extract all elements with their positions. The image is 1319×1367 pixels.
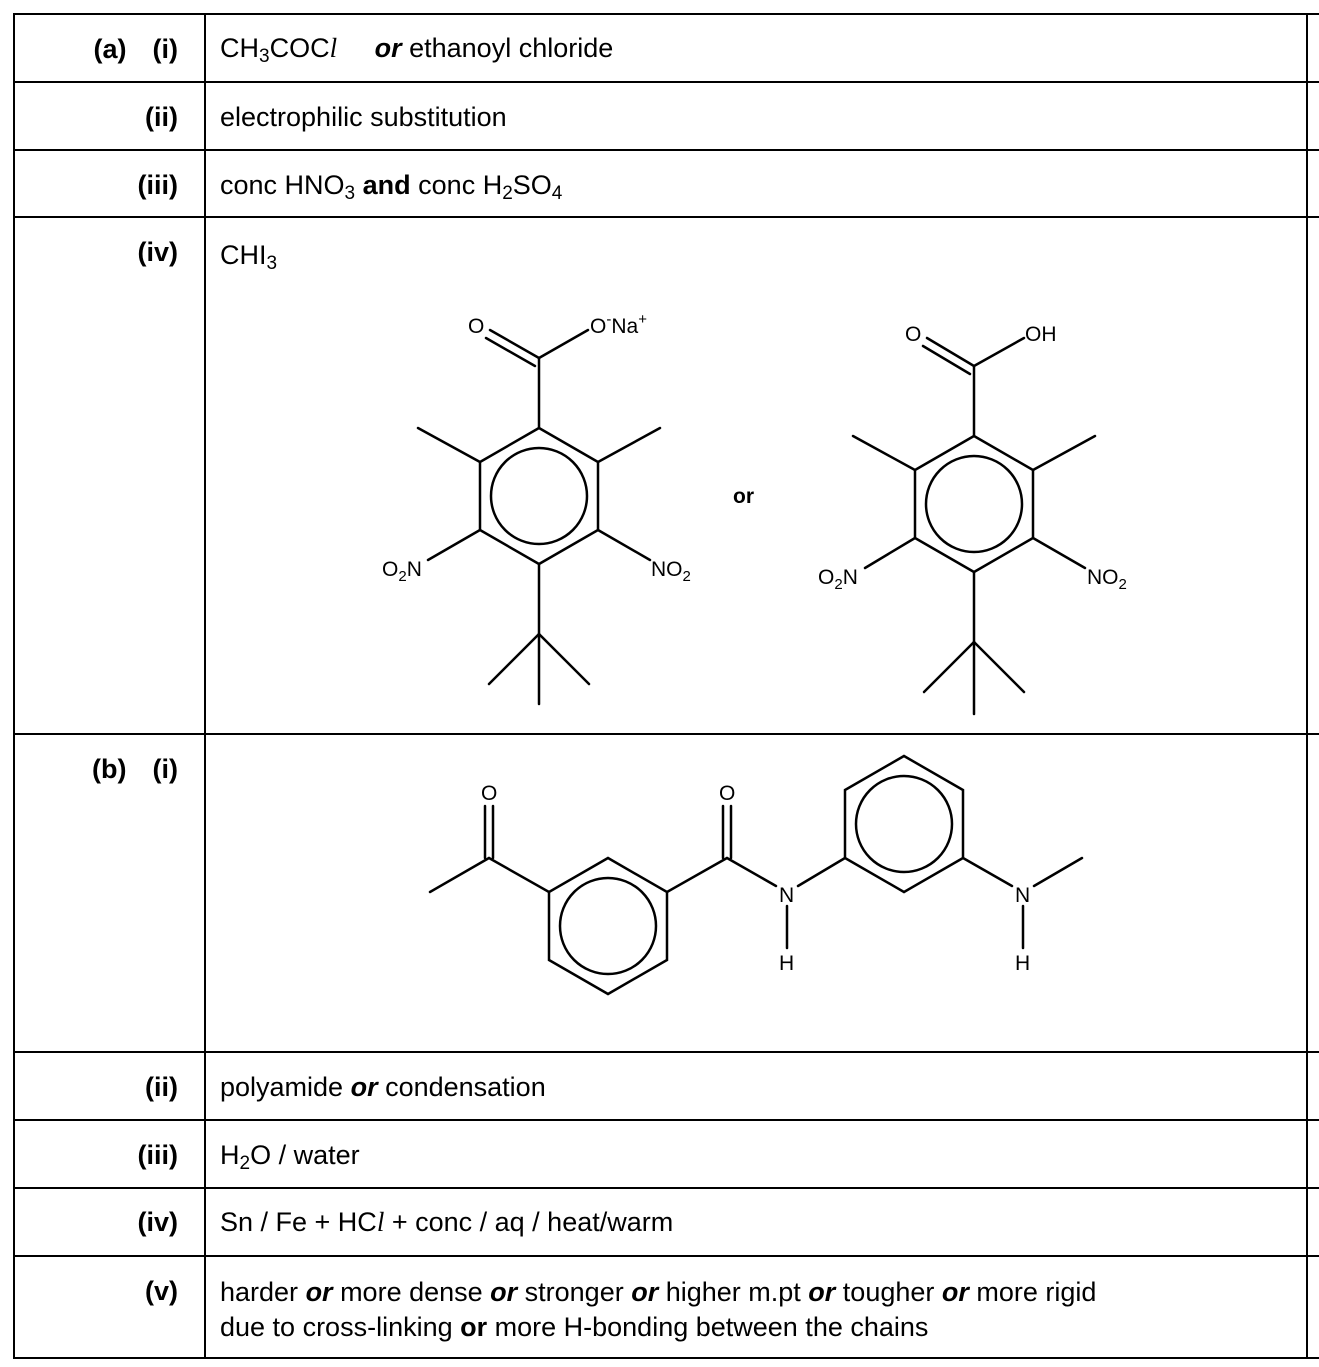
answer-a-i: CH3COCl or ethanoyl chloride — [220, 33, 614, 67]
structure-carboxylic-acid — [851, 336, 1097, 716]
structure-sodium-salt — [416, 328, 662, 706]
atom-label: NO2 — [651, 558, 691, 585]
atom-label: N — [1015, 884, 1030, 907]
answer-b-v-line1: harder or more dense or stronger or high… — [220, 1277, 1097, 1307]
row-divider — [13, 216, 1319, 218]
table-left-border — [13, 13, 15, 1358]
atom-label: N — [779, 884, 794, 907]
row-label: (iii) — [137, 170, 179, 200]
row-divider — [13, 1187, 1319, 1189]
row-divider — [13, 149, 1319, 151]
atom-label: O — [481, 782, 497, 805]
row-divider — [13, 1051, 1319, 1053]
row-label: (b)(i) — [92, 754, 178, 784]
row-label: (a)(i) — [93, 34, 178, 64]
row-label: (ii) — [145, 1072, 178, 1102]
table-bottom-border — [13, 1357, 1319, 1359]
row-divider — [13, 1255, 1319, 1257]
row-label: (ii) — [145, 102, 178, 132]
atom-label: H — [1015, 952, 1030, 975]
or-label: or — [733, 485, 754, 508]
atom-label: H — [779, 952, 794, 975]
answer-b-v: harder or more dense or stronger or high… — [220, 1275, 1096, 1345]
atom-label: OH — [1025, 323, 1057, 346]
column-divider — [204, 13, 206, 1358]
row-divider — [13, 81, 1319, 83]
row-label: (v) — [145, 1276, 178, 1306]
structure-polyamide — [428, 754, 1084, 996]
answer-b-ii: polyamide or condensation — [220, 1072, 546, 1102]
atom-label: O — [468, 315, 484, 338]
row-label: (iv) — [137, 1207, 179, 1237]
answer-a-iv-formula: CHI3 — [220, 240, 278, 274]
row-label: (iv) — [137, 237, 179, 267]
answer-b-iii: H2O / water — [220, 1140, 360, 1174]
table-top-border — [13, 13, 1319, 15]
atom-label: O2N — [382, 558, 422, 585]
answer-b-v-line2: due to cross-linking or more H-bonding b… — [220, 1312, 929, 1342]
atom-label: NO2 — [1087, 566, 1127, 593]
answer-a-ii: electrophilic substitution — [220, 102, 507, 132]
answer-b-iv: Sn / Fe + HCl + conc / aq / heat/warm — [220, 1207, 674, 1237]
table-right-border — [1306, 13, 1308, 1358]
atom-label: O — [905, 323, 921, 346]
row-divider — [13, 733, 1319, 735]
row-divider — [13, 1119, 1319, 1121]
atom-label: O-Na+ — [590, 311, 647, 338]
answer-a-iii: conc HNO3 and conc H2SO4 — [220, 170, 563, 204]
atom-label: O2N — [818, 566, 858, 593]
row-label: (iii) — [137, 1140, 179, 1170]
atom-label: O — [719, 782, 735, 805]
